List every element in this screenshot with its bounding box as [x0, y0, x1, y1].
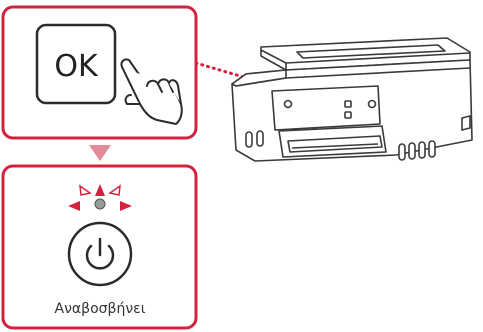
lamp-dot — [94, 198, 106, 210]
ok-button-body[interactable] — [35, 23, 117, 105]
power-button[interactable] — [67, 221, 133, 287]
status-lamp-icon — [68, 184, 132, 211]
lamp-ray-right — [120, 201, 132, 211]
lamp-ray-left — [68, 201, 80, 211]
lamp-ray-upper-right — [108, 184, 121, 196]
printer-icon — [231, 37, 473, 162]
lamp-ray-top — [95, 184, 105, 196]
ok-button[interactable]: OK — [35, 23, 117, 105]
pointing-hand-icon — [120, 58, 183, 125]
power-icon — [85, 237, 115, 270]
printer-control-panel — [271, 85, 381, 131]
ok-step-panel: OK — [1, 5, 198, 140]
lamp-ray-upper-left — [79, 184, 92, 196]
down-arrow-icon — [89, 145, 111, 161]
ok-button-label: OK — [54, 49, 99, 84]
power-step-panel: Αναβοσβήνει — [1, 164, 198, 330]
status-caption: Αναβοσβήνει — [55, 301, 146, 317]
